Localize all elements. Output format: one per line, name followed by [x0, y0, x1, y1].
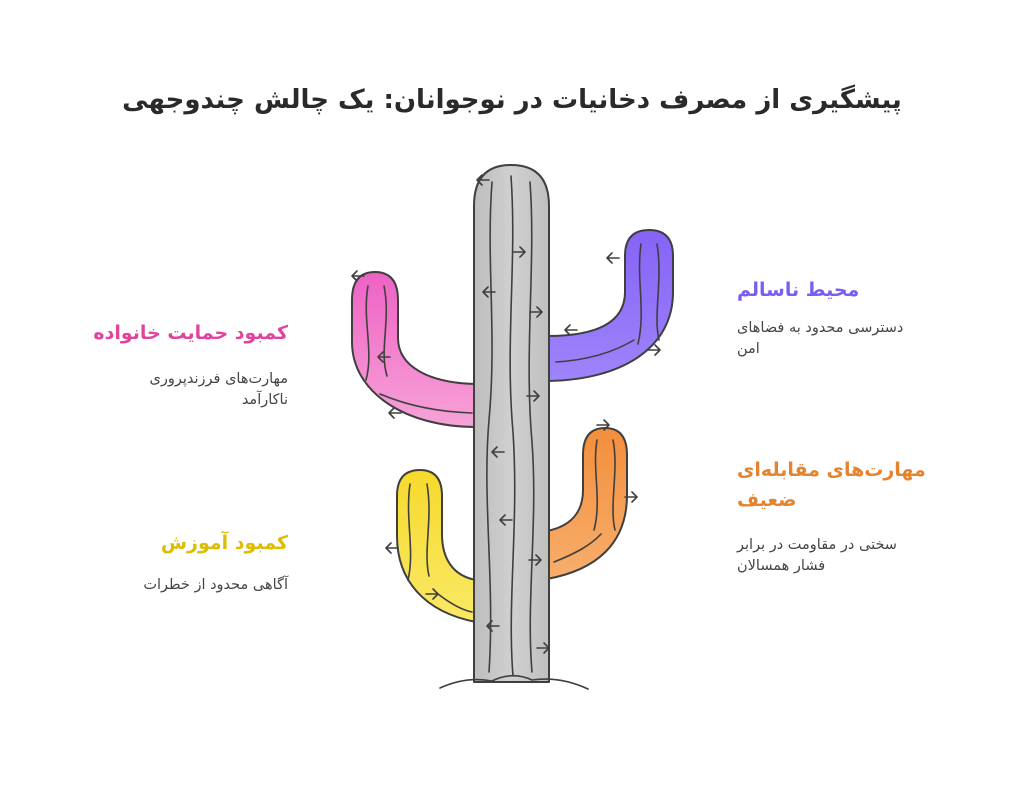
cactus-spine-icon [526, 390, 540, 402]
cactus-spine-icon [491, 446, 505, 458]
trunk-ridge-line [509, 175, 516, 677]
cactus-spine-icon [647, 344, 661, 356]
yellow-arm-ridge-line [426, 483, 430, 577]
heading-line: ضعیف [737, 489, 797, 511]
purple-arm-ridge-line [656, 243, 660, 341]
orange-arm-ridge-line [612, 439, 616, 531]
factor-education: کمبود آموزش [26, 528, 288, 558]
cactus-spine-icon [596, 419, 610, 431]
cactus-spine-icon [351, 270, 365, 282]
factor-environment: محیط ناسالم [737, 275, 999, 305]
pink-arm-ridge-line [365, 285, 370, 381]
pink-arm-ridge-line [379, 393, 473, 414]
yellow-arm-ridge-line [407, 483, 412, 581]
cactus-spine-icon [512, 246, 526, 258]
factor-environment-heading: محیط ناسالم [737, 279, 860, 301]
cactus-spine-icon [388, 407, 402, 419]
orange-arm-ridge-line [553, 533, 602, 563]
cactus-spine-icon [377, 351, 391, 363]
cactus-arm-environment-purple [546, 229, 674, 382]
cactus-spine-icon [564, 324, 578, 336]
cactus-spine-icon [385, 542, 399, 554]
page-title: پیشگیری از مصرف دخانیات در نوجوانان: یک … [122, 85, 902, 115]
factor-education-description: آگاهی محدود از خطرات [26, 575, 288, 596]
trunk-ridge-line [486, 181, 493, 673]
cactus-spine-icon [425, 588, 439, 600]
description-line: دسترسی محدود به فضاهای [737, 320, 904, 336]
cactus-spine-icon [624, 491, 638, 503]
cactus-spine-icon [606, 252, 620, 264]
factor-environment-description: دسترسی محدود به فضاهای امن [737, 318, 999, 360]
factor-coping-heading: مهارت‌های مقابله‌ای ضعیف [737, 455, 999, 515]
yellow-arm-ridge-line [437, 593, 473, 613]
description-line: آگاهی محدود از خطرات [143, 577, 288, 593]
cactus-spines [351, 174, 661, 654]
purple-arm-ridge-line [555, 339, 635, 363]
cactus-arm-education-yellow [396, 469, 477, 623]
purple-arm-ridge-line [637, 243, 642, 345]
factor-family-description: مهارت‌های فرزندپروری ناکارآمد [26, 369, 288, 411]
factor-coping-description: سختی در مقاومت در برابر فشار همسالان [737, 535, 999, 577]
cactus-spine-icon [528, 554, 542, 566]
factor-family-support: کمبود حمایت خانواده [26, 318, 288, 348]
cactus-spine-icon [476, 174, 490, 186]
description-line: سختی در مقاومت در برابر [737, 537, 897, 553]
ground-line [439, 674, 589, 690]
cactus-arm-family-pink [351, 271, 477, 428]
factor-coping-skills: مهارت‌های مقابله‌ای ضعیف [737, 455, 999, 515]
cactus-spine-icon [482, 286, 496, 298]
description-line: ناکارآمد [241, 392, 288, 408]
cactus-spine-icon [529, 306, 543, 318]
pink-arm-ridge-line [383, 285, 388, 377]
description-line: فشار همسالان [737, 558, 826, 574]
trunk-ridge-line [528, 181, 535, 673]
description-line: مهارت‌های فرزندپروری [149, 371, 288, 387]
cactus-arm-coping-orange [546, 427, 628, 580]
cactus-spine-icon [499, 514, 513, 526]
factor-education-heading: کمبود آموزش [160, 532, 288, 554]
orange-arm-ridge-line [593, 439, 599, 531]
cactus-spine-icon [486, 620, 500, 632]
description-line: امن [737, 341, 760, 357]
heading-line: مهارت‌های مقابله‌ای [737, 459, 926, 481]
cactus-spine-icon [536, 642, 550, 654]
factor-family-heading: کمبود حمایت خانواده [93, 322, 288, 344]
